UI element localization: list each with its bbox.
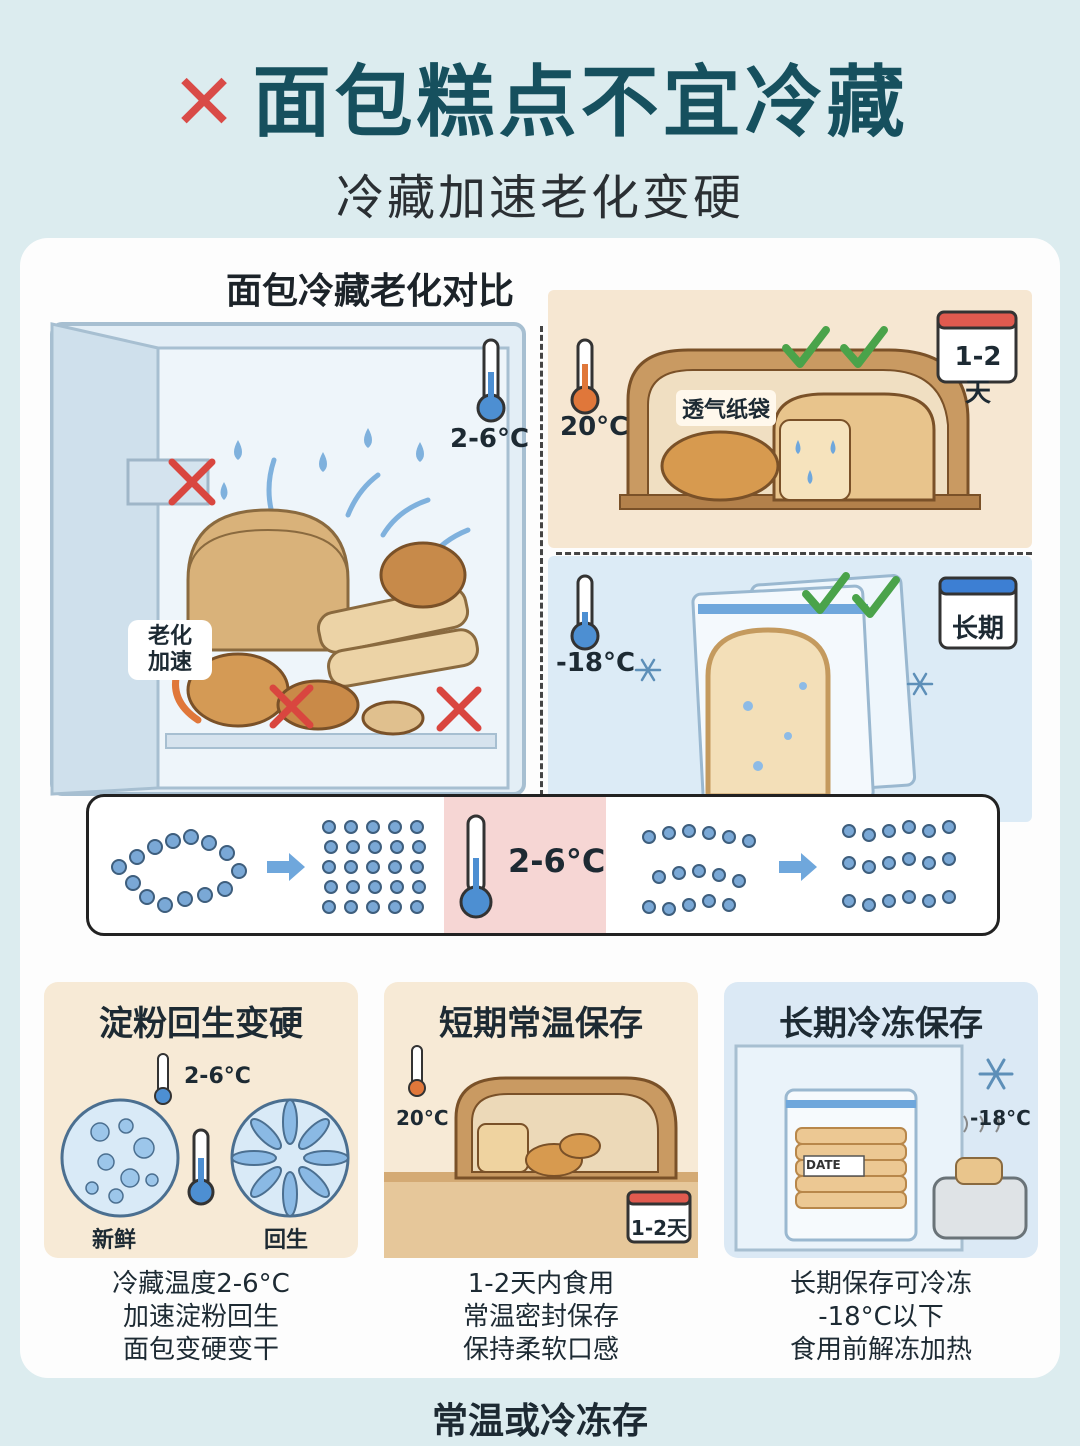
freezer-storage-temp: -18°C — [970, 1106, 1031, 1130]
date-label: DATE — [806, 1158, 841, 1172]
frozen-panel — [548, 556, 1032, 822]
room-days-tag: 1-2天 — [954, 342, 1002, 408]
fridge-temp: 2-6°C — [450, 424, 530, 454]
paper-bag-label: 透气纸袋 — [676, 390, 777, 426]
freezer-storage-title: 长期冷冻保存 — [779, 1004, 983, 1044]
room-temp-panel — [548, 290, 1032, 548]
panel-divider-vertical — [540, 326, 543, 796]
starch-box-temp: 2-6°C — [184, 1064, 251, 1089]
starch-box-desc: 冷藏温度2-6°C 加速淀粉回生 面包变硬变干 — [112, 1269, 290, 1365]
frozen-duration-tag: 长期 — [951, 614, 1004, 644]
fridge-illustration — [48, 320, 528, 800]
frozen-temp-value: -18°C — [556, 648, 636, 678]
room-storage-temp: 20°C — [396, 1106, 449, 1130]
panel-divider-horizontal — [556, 552, 1032, 555]
page-title-text: 面包糕点不宜冷藏 — [252, 58, 909, 148]
retrograde-label: 回生 — [264, 1228, 309, 1253]
fresh-label: 新鲜 — [92, 1228, 137, 1253]
room-storage-days: 1-2天 — [630, 1216, 688, 1240]
starch-box-title: 淀粉回生变硬 — [99, 1004, 303, 1044]
aging-label: 老化 加速 — [128, 620, 212, 680]
thermometer-icon — [454, 812, 498, 922]
comparison-title: 面包冷藏老化对比 — [225, 271, 514, 312]
page-subtitle: 冷藏加速老化变硬 — [335, 170, 744, 226]
room-storage-title: 短期常温保存 — [439, 1004, 643, 1044]
x-mark-icon: ✕ — [171, 58, 241, 148]
footer-text: 常温或冷冻存 — [431, 1401, 648, 1442]
freezer-storage-desc: 长期保存可冷冻 -18°C以下 食用前解冻加热 — [789, 1269, 972, 1365]
room-storage-desc: 1-2天内食用 常温密封保存 保持柔软口感 — [462, 1269, 619, 1365]
freezer-storage-box: 长期冷冻保存 -18°C DATE — [724, 982, 1038, 1258]
room-storage-box: 短期常温保存 20°C 1-2天 — [384, 982, 698, 1258]
strip-temp-value: 2-6°C — [508, 842, 606, 880]
starch-box: 淀粉回生变硬 2-6°C 新鲜 回生 — [44, 982, 358, 1258]
page-title: ✕面包糕点不宜冷藏 — [0, 40, 1080, 152]
room-temp-value: 20°C — [560, 412, 629, 442]
